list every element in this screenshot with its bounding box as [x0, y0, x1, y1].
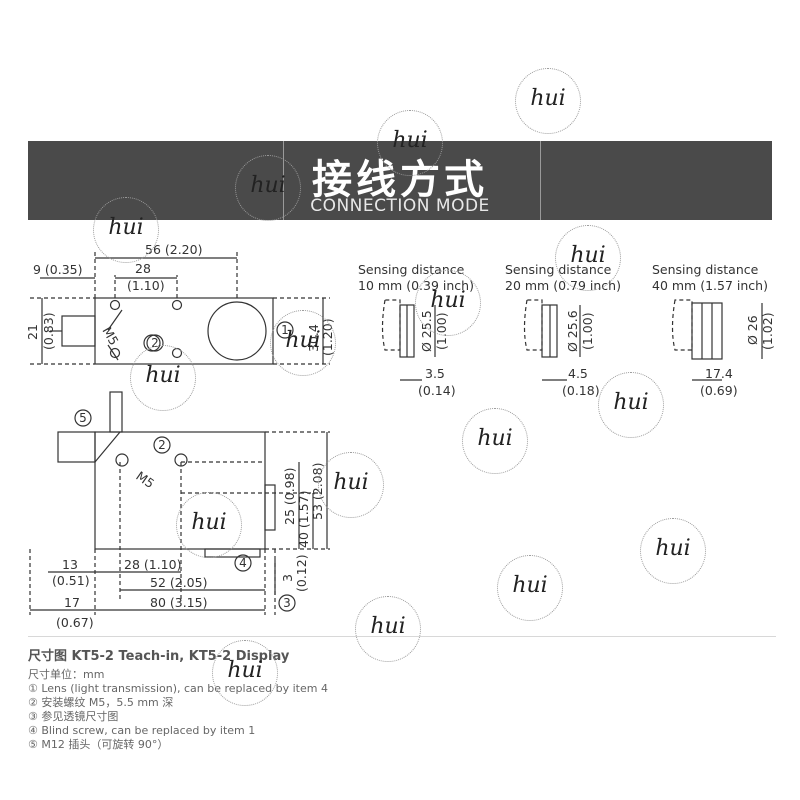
caption-unit: 尺寸单位：mm [28, 668, 105, 681]
watermark-text: hui [392, 128, 428, 153]
watermark-stamp: hui [318, 452, 384, 518]
marker-3: 3 [283, 596, 291, 610]
caption-note: ④ Blind screw, can be replaced by item 1 [28, 724, 256, 737]
dim-label: 52 (2.05) [150, 575, 207, 590]
watermark-stamp: hui [598, 372, 664, 438]
dim-label: (0.51) [52, 573, 90, 588]
top-view-connector [61, 315, 96, 347]
watermark-text: hui [370, 614, 406, 639]
watermark-stamp: hui [555, 225, 621, 291]
dim-label: (0.12) [294, 554, 309, 592]
watermark-stamp: hui [212, 640, 278, 706]
dim-label: M5 [99, 324, 121, 348]
dim-label: (0.83) [41, 312, 56, 350]
watermark-stamp: hui [93, 197, 159, 263]
watermark-text: hui [191, 510, 227, 535]
watermark-stamp: hui [130, 345, 196, 411]
watermark-stamp: hui [640, 518, 706, 584]
caption-note: ② 安装螺纹 M5，5.5 mm 深 [28, 696, 174, 709]
dim-label: 13 [62, 557, 78, 572]
dim-label: (0.67) [56, 615, 94, 630]
dim-label: M5 [133, 468, 157, 491]
lens-depth-3: 17.4 [705, 366, 733, 381]
watermark-text: hui [655, 536, 691, 561]
watermark-text: hui [108, 215, 144, 240]
marker-5: 5 [79, 411, 87, 425]
lens-dia-inch-2: (1.00) [580, 312, 595, 350]
lens-dia-3: Ø 26 [745, 315, 760, 345]
watermark-text: hui [613, 390, 649, 415]
dim-label: 25 (0.98) [282, 468, 297, 525]
watermark-text: hui [430, 288, 466, 313]
dim-label: 3 [280, 574, 295, 582]
watermark-text: hui [333, 470, 369, 495]
caption-title: 尺寸图 KT5-2 Teach-in, KT5-2 Display [28, 649, 290, 664]
banner-title-en: CONNECTION MODE [310, 196, 490, 216]
lens-depth-inch-2: (0.18) [562, 383, 600, 398]
screw-hole [109, 299, 121, 311]
marker-4: 4 [239, 556, 247, 570]
banner-divider [540, 141, 541, 220]
watermark-stamp: hui [235, 155, 301, 221]
lens-depth-2: 4.5 [568, 366, 588, 381]
watermark-stamp: hui [176, 492, 242, 558]
watermark-text: hui [250, 173, 286, 198]
screw-hole [109, 347, 121, 359]
watermark-stamp: hui [355, 596, 421, 662]
dim-label: 28 [135, 261, 151, 276]
caption-note: ① Lens (light transmission), can be repl… [28, 682, 328, 695]
lens-dia-2: Ø 25.6 [565, 310, 580, 352]
front-view-connector [57, 431, 96, 463]
marker-2: 2 [158, 438, 166, 452]
display-strip [264, 484, 276, 531]
lens-circle [207, 301, 267, 361]
watermark-text: hui [477, 426, 513, 451]
watermark-stamp: hui [497, 555, 563, 621]
screw-hole [171, 299, 183, 311]
lens-title-3b: 40 mm (1.57 inch) [652, 278, 768, 293]
marker-circle [278, 594, 296, 612]
lens-depth-inch-1: (0.14) [418, 383, 456, 398]
watermark-stamp: hui [462, 408, 528, 474]
marker-2: 2 [151, 336, 159, 350]
dim-label: 21 [25, 324, 40, 340]
watermark-stamp: hui [377, 110, 443, 176]
watermark-stamp: hui [415, 270, 481, 336]
watermark-stamp: hui [270, 310, 336, 376]
watermark-text: hui [285, 328, 321, 353]
dim-label: 80 (3.15) [150, 595, 207, 610]
watermark-text: hui [512, 573, 548, 598]
watermark-text: hui [227, 658, 263, 683]
marker-circle [153, 436, 171, 454]
dim-label: (1.10) [127, 278, 165, 293]
dim-label: 40 (1.57) [296, 491, 311, 548]
lens-dia-inch-3: (1.02) [760, 312, 775, 350]
caption: 尺寸图 KT5-2 Teach-in, KT5-2 Display 尺寸单位：m… [28, 645, 628, 752]
dim-label: 28 (1.10) [124, 557, 181, 572]
marker-circle [74, 409, 92, 427]
watermark-text: hui [530, 86, 566, 111]
watermark-stamp: hui [515, 68, 581, 134]
caption-note: ⑤ M12 插头（可旋转 90°） [28, 738, 169, 751]
lens-40mm [691, 302, 723, 360]
lens-title-3: Sensing distance [652, 262, 759, 277]
watermark-text: hui [145, 363, 181, 388]
watermark-text: hui [570, 243, 606, 268]
lens-depth-inch-3: (0.69) [700, 383, 738, 398]
caption-note: ③ 参见透镜尺寸图 [28, 710, 119, 723]
marker-circle [234, 554, 252, 572]
dim-label: 9 (0.35) [33, 262, 83, 277]
lens-depth-1: 3.5 [425, 366, 445, 381]
dim-label: 17 [64, 595, 80, 610]
dim-label: 56 (2.20) [145, 242, 202, 257]
